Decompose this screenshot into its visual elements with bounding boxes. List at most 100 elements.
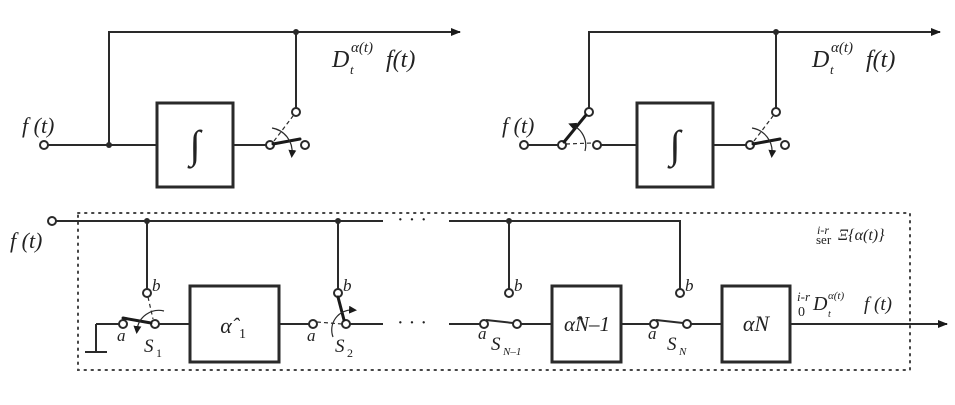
output-label-presup: i-r [797, 289, 811, 304]
switch-terminal-out [512, 319, 522, 329]
terminal-b-label: b [685, 276, 694, 295]
frame-label: i-r ser Ξ{α(t)} [816, 223, 885, 247]
switch-name: S [667, 334, 677, 355]
bypass-wire [588, 31, 776, 108]
switch-terminal-upper [291, 107, 301, 117]
switch-terminal-b [675, 288, 685, 298]
switch-terminal-a [479, 319, 489, 329]
switch-s1: b a S 1 [117, 276, 165, 360]
switch-blade [562, 113, 588, 144]
junction-dot [773, 29, 779, 35]
input-label: f (t) [502, 113, 534, 138]
terminal-a-label: a [307, 326, 316, 345]
output-label-sub: t [830, 62, 834, 77]
frame-label-presub: ser [816, 232, 832, 247]
output-label-presub: 0 [798, 305, 805, 320]
switch-sub: N [678, 346, 687, 358]
terminal-b-label: b [343, 276, 352, 295]
junction-dot [106, 142, 112, 148]
switch-name: S [491, 334, 501, 355]
switch-terminal-a [308, 319, 318, 329]
switch-alt-position [753, 115, 774, 142]
switch-motion-arc [331, 305, 357, 338]
input-label: f (t) [10, 228, 42, 253]
terminal-a-label: a [117, 326, 126, 345]
alpha-block-n [720, 284, 792, 364]
block-label: αN [743, 311, 771, 336]
switch-sub: N–1 [502, 346, 521, 358]
integral-symbol: ∫ [667, 122, 684, 169]
switch-blade [751, 137, 782, 146]
integrator-block [635, 101, 715, 189]
switch-terminal-upper [771, 107, 781, 117]
output-label-tail: f(t) [386, 47, 415, 73]
bypass-wire [108, 31, 296, 145]
block-label: α̂N–1 [564, 312, 610, 336]
switch-terminal-right [780, 140, 790, 150]
switch-terminal-right [300, 140, 310, 150]
switch-motion-arc [751, 127, 777, 158]
output-label-sup: α(t) [351, 40, 373, 56]
junction-dot [293, 29, 299, 35]
switch-blade [485, 319, 514, 324]
output-label: i-r 0 D t α(t) f (t) [797, 289, 892, 320]
switch-terminal-a [118, 319, 128, 329]
terminal-a-label: a [648, 324, 657, 343]
output-label-main: D [812, 293, 828, 315]
switch-motion-arc [568, 122, 587, 152]
switch-sub: 1 [156, 346, 162, 360]
switch-motion-arc [271, 127, 297, 158]
switch-terminal-right [592, 140, 602, 150]
switch-sub: 2 [347, 346, 353, 360]
bottom-serial-circuit: · · · f (t) b a S 1 α̂ 1 [10, 209, 948, 371]
switch-blade [121, 316, 153, 325]
top-right-circuit: ∫ f (t) D t α(t) f(t) [502, 28, 941, 189]
dotted-frame [77, 212, 911, 371]
alpha-block-n-1 [550, 284, 623, 364]
terminal-b-label: b [514, 276, 523, 295]
integrator-block [155, 101, 235, 189]
integral-symbol: ∫ [187, 122, 204, 169]
switch-blade [655, 319, 684, 324]
switch-terminal-b [504, 288, 514, 298]
output-label: D t α(t) f(t) [331, 40, 415, 77]
input-terminal [39, 140, 49, 150]
terminal-b-label: b [152, 276, 161, 295]
switch-alt-position [147, 296, 154, 320]
output-label-sub: t [350, 62, 354, 77]
output-label-tail: f (t) [864, 294, 892, 315]
top-left-circuit: ∫ f (t) D t α(t) f(t) [22, 28, 461, 189]
switch-name: S [144, 336, 154, 357]
ground-icon [85, 323, 119, 353]
switch-alt-position [316, 321, 343, 325]
output-label-main: D [811, 47, 829, 73]
switch-blade [271, 137, 302, 146]
switch-alt-position [273, 115, 294, 142]
switch-terminal-out [682, 319, 692, 329]
input-terminal [47, 216, 57, 226]
switch-terminal-b [142, 288, 152, 298]
output-label-sup: α(t) [831, 40, 853, 56]
switch-s2: b a S 2 [307, 276, 357, 360]
frame-label-main: Ξ{α(t)} [838, 227, 885, 244]
input-label: f (t) [22, 113, 54, 138]
input-bus-wire-cont [449, 220, 681, 289]
chain-ellipsis: · · · [397, 312, 427, 334]
output-label-sup: α(t) [828, 290, 844, 302]
alpha-block-1 [188, 284, 281, 364]
output-label-tail: f(t) [866, 47, 895, 73]
input-terminal [519, 140, 529, 150]
frame-label-presup: i-r [817, 223, 829, 237]
output-label: D t α(t) f(t) [811, 40, 895, 77]
bus-ellipsis: · · · [397, 209, 427, 231]
output-label-sub: t [828, 309, 831, 320]
switch-sn: b a S N [648, 276, 694, 358]
switch-name: S [335, 336, 345, 357]
switch-sn-1: b a S N–1 [478, 276, 523, 358]
switch-terminal-a [649, 319, 659, 329]
terminal-a-label: a [478, 324, 487, 343]
switch-terminal-out [150, 319, 160, 329]
switch-motion-arc [133, 309, 165, 334]
block-sub: 1 [239, 327, 246, 342]
